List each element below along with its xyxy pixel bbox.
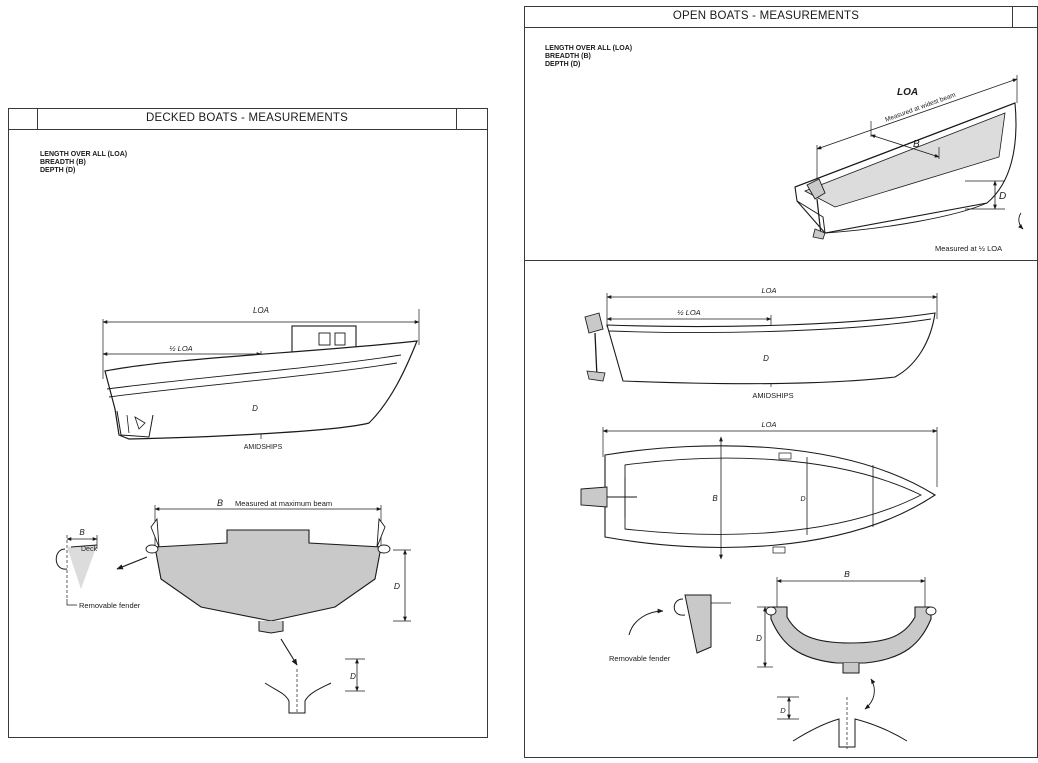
open-top-label-loa: LOA (761, 420, 776, 429)
header-right-cell (1012, 7, 1037, 27)
legend-breadth: BREADTH (B) (545, 53, 591, 60)
open-label-d: D (999, 191, 1006, 202)
open-side-label-d: D (763, 354, 769, 363)
label-amidships: AMIDSHIPS (244, 444, 283, 451)
open-cross-section (757, 577, 937, 710)
decked-cross-section (116, 505, 411, 634)
open-boats-panel: OPEN BOATS - MEASUREMENTS LENGTH OVER AL… (524, 6, 1038, 758)
decked-boats-panel: DECKED BOATS - MEASUREMENTS LENGTH OVER … (8, 108, 488, 738)
decked-title: DECKED BOATS - MEASUREMENTS (146, 112, 348, 124)
open-perspective-boat (794, 75, 1024, 240)
open-side-profile (584, 293, 938, 387)
label-b: B (217, 498, 223, 508)
open-label-measured-half-loa: Measured at ½ LOA (935, 244, 1002, 253)
label-removable-fender: Removable fender (79, 601, 141, 610)
legend-depth: DEPTH (D) (40, 167, 76, 174)
open-top-label-d: D (800, 496, 805, 503)
legend-depth: DEPTH (D) (545, 61, 581, 68)
decked-fender-detail (55, 535, 98, 606)
decked-legend: LENGTH OVER ALL (LOA) BREADTH (B) DEPTH … (40, 151, 127, 175)
open-header: OPEN BOATS - MEASUREMENTS (525, 7, 1037, 28)
label-measured-max-beam: Measured at maximum beam (235, 499, 332, 508)
decked-header: DECKED BOATS - MEASUREMENTS (9, 109, 487, 130)
header-left-cell (9, 109, 38, 129)
open-label-b: B (913, 139, 920, 150)
header-right-cell (456, 109, 487, 129)
open-side-label-loa: LOA (761, 286, 776, 295)
open-label-amidships: AMIDSHIPS (752, 391, 793, 400)
open-divider (525, 260, 1037, 261)
open-fender-detail (628, 594, 731, 654)
decked-keel-detail (264, 638, 365, 714)
label-d: D (252, 404, 258, 413)
open-legend: LENGTH OVER ALL (LOA) BREADTH (B) DEPTH … (545, 45, 632, 69)
open-title: OPEN BOATS - MEASUREMENTS (672, 10, 860, 22)
legend-loa: LENGTH OVER ALL (LOA) (40, 151, 128, 158)
legend-breadth: BREADTH (B) (40, 159, 86, 166)
label-keel-d: D (350, 672, 356, 681)
open-top-label-b: B (712, 494, 718, 503)
open-section-label-d: D (756, 634, 762, 643)
open-top-view (580, 427, 938, 560)
label-deck: Deck (81, 546, 97, 553)
open-diagram: LOA B D Measured at widest beam Measured… (580, 75, 1024, 749)
open-label-measured-widest: Measured at widest beam (884, 92, 956, 124)
decked-side-profile (102, 309, 420, 440)
open-section-label-b: B (844, 569, 850, 579)
open-label-removable-fender: Removable fender (609, 654, 671, 663)
open-side-label-half-loa: ½ LOA (677, 308, 700, 317)
label-section-d: D (394, 581, 400, 591)
open-label-loa: LOA (897, 87, 918, 98)
label-fender-b: B (79, 528, 85, 537)
open-keel-label-d: D (780, 706, 786, 715)
legend-loa: LENGTH OVER ALL (LOA) (545, 45, 633, 52)
label-half-loa: ½ LOA (169, 344, 192, 353)
decked-diagram: LOA ½ LOA D AMIDSHIPS B Measured at maxi… (55, 306, 420, 714)
label-loa: LOA (253, 306, 269, 315)
open-keel-detail (777, 696, 908, 749)
